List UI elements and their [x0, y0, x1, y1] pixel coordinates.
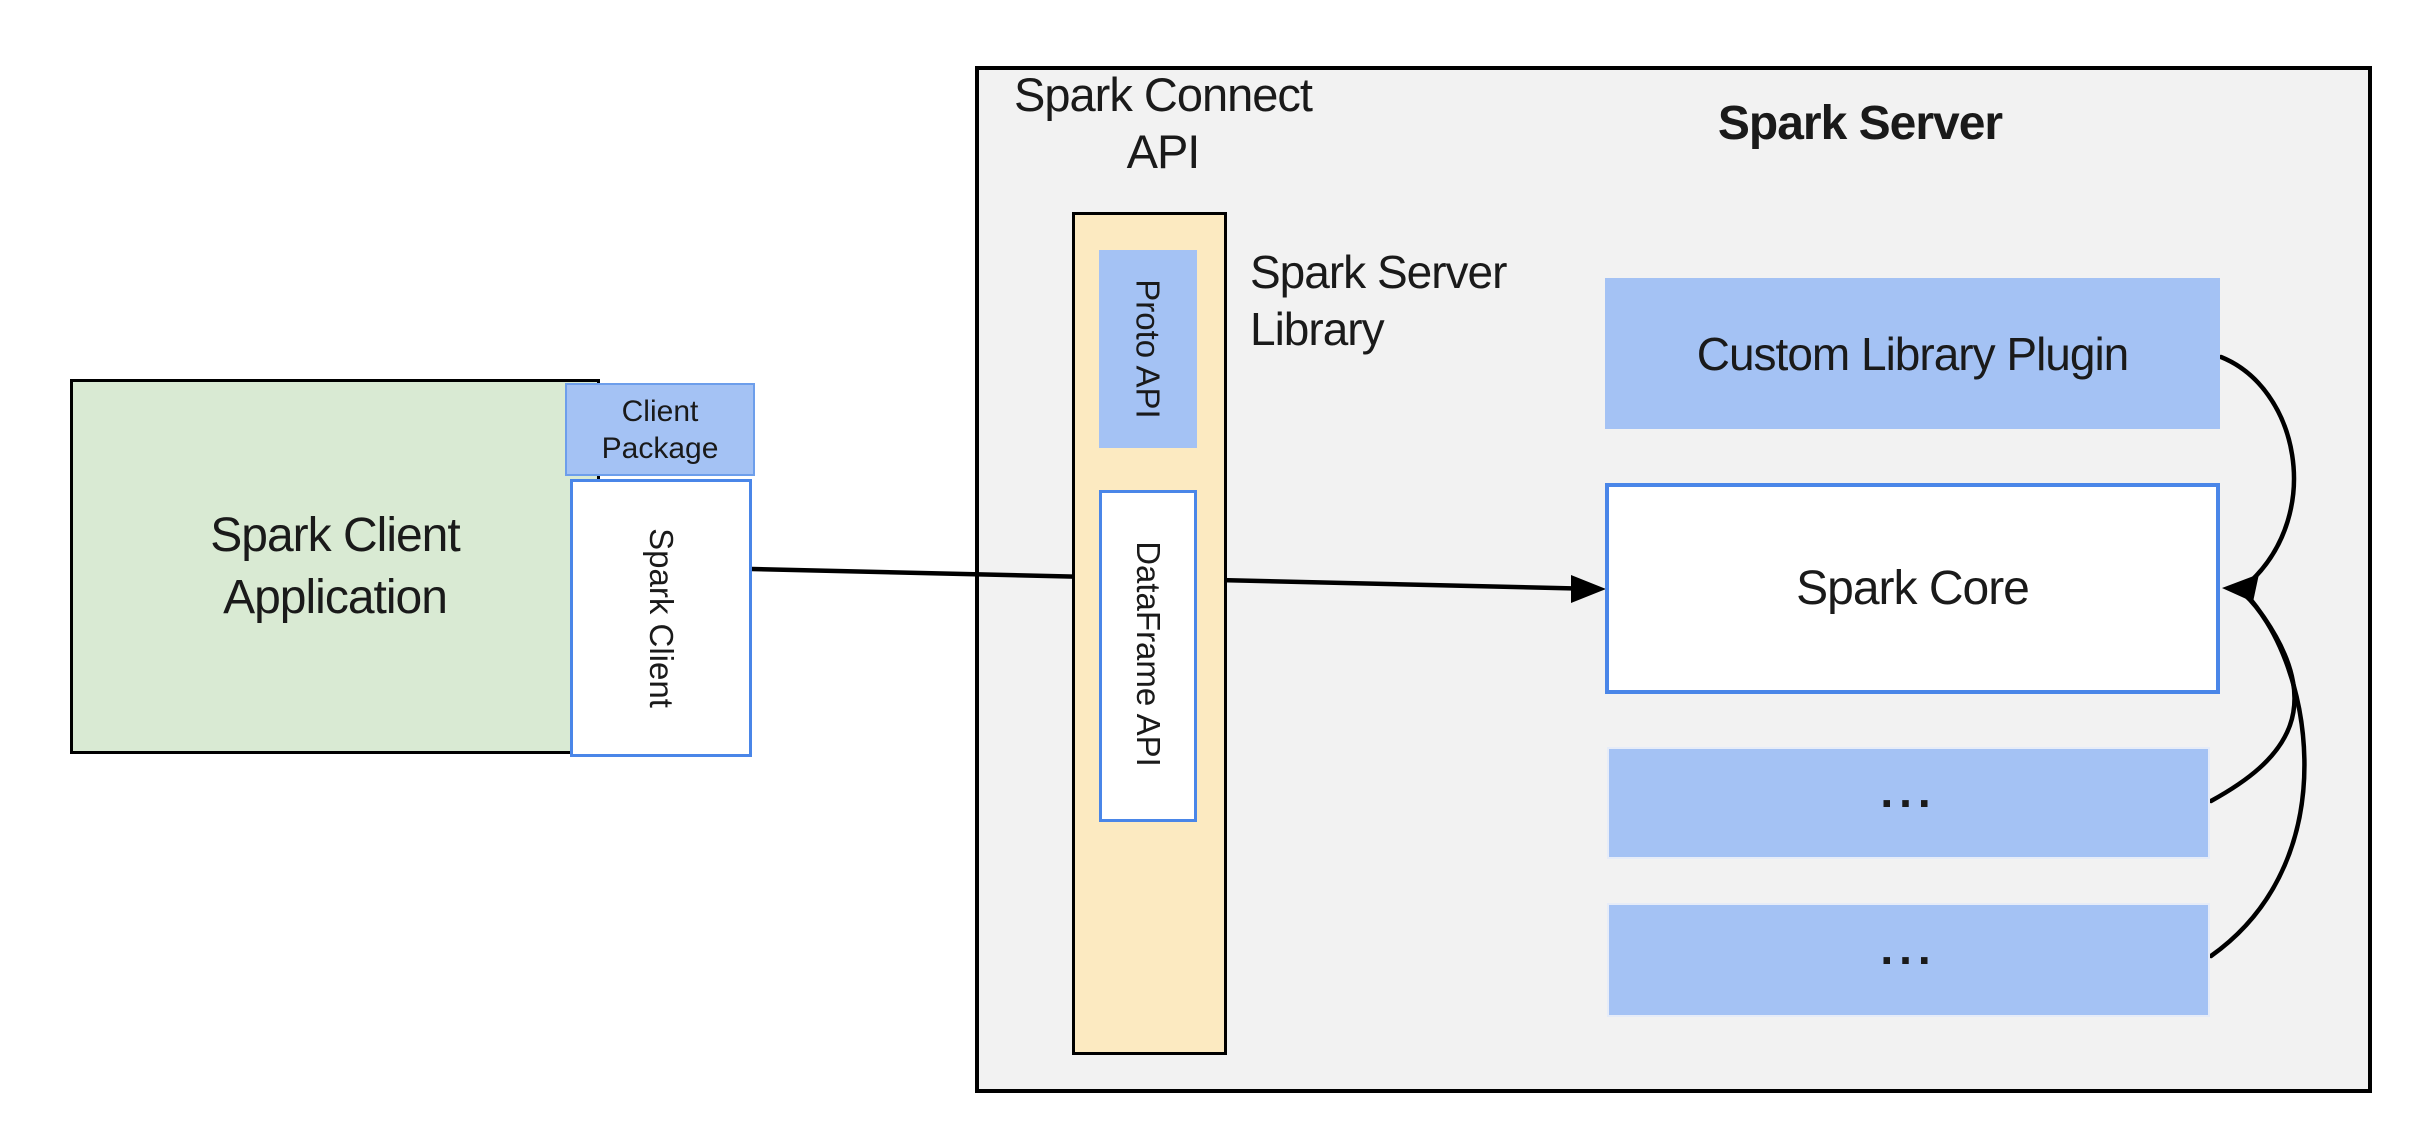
dataframe-api-label: DataFrame API: [1130, 541, 1167, 767]
spark-core-label: Spark Core: [1796, 562, 2030, 615]
spark-client-label: Spark Client: [643, 528, 680, 708]
spark-server-title: Spark Server: [1717, 97, 2003, 150]
ellipsis-box-1-label: ...: [1880, 765, 1937, 817]
spark-client-application-box: Spark Client Application: [70, 379, 600, 754]
spark-connect-api-line1: Spark Connect: [1014, 68, 1313, 121]
spark-core-box: Spark Core: [1605, 483, 2220, 694]
custom-library-plugin-label: Custom Library Plugin: [1696, 327, 2130, 380]
client-package-line1: Client: [621, 394, 699, 428]
client-package-box: Client Package: [565, 383, 755, 476]
proto-api-box: Proto API: [1099, 250, 1197, 448]
spark-client-box: Spark Client: [570, 479, 752, 757]
proto-api-label: Proto API: [1130, 279, 1168, 419]
dataframe-api-box: DataFrame API: [1099, 490, 1197, 822]
client-package-line2: Package: [601, 431, 719, 465]
spark-server-library-line2: Library: [1250, 303, 1385, 355]
spark-connect-api-label: Spark Connect API: [1013, 66, 1313, 180]
ellipsis-box-2: ...: [1607, 903, 2210, 1017]
spark-server-library-label: Spark Server Library: [1250, 244, 1680, 358]
ellipsis-box-1: ...: [1607, 747, 2210, 859]
ellipsis-box-2-label: ...: [1880, 922, 1937, 974]
spark-server-library-line1: Spark Server: [1250, 246, 1507, 298]
custom-library-plugin-box: Custom Library Plugin: [1605, 278, 2220, 429]
spark-connect-api-line2: API: [1126, 125, 1201, 178]
spark-client-application-line2: Application: [223, 570, 448, 624]
spark-client-application-line1: Spark Client: [210, 508, 460, 562]
